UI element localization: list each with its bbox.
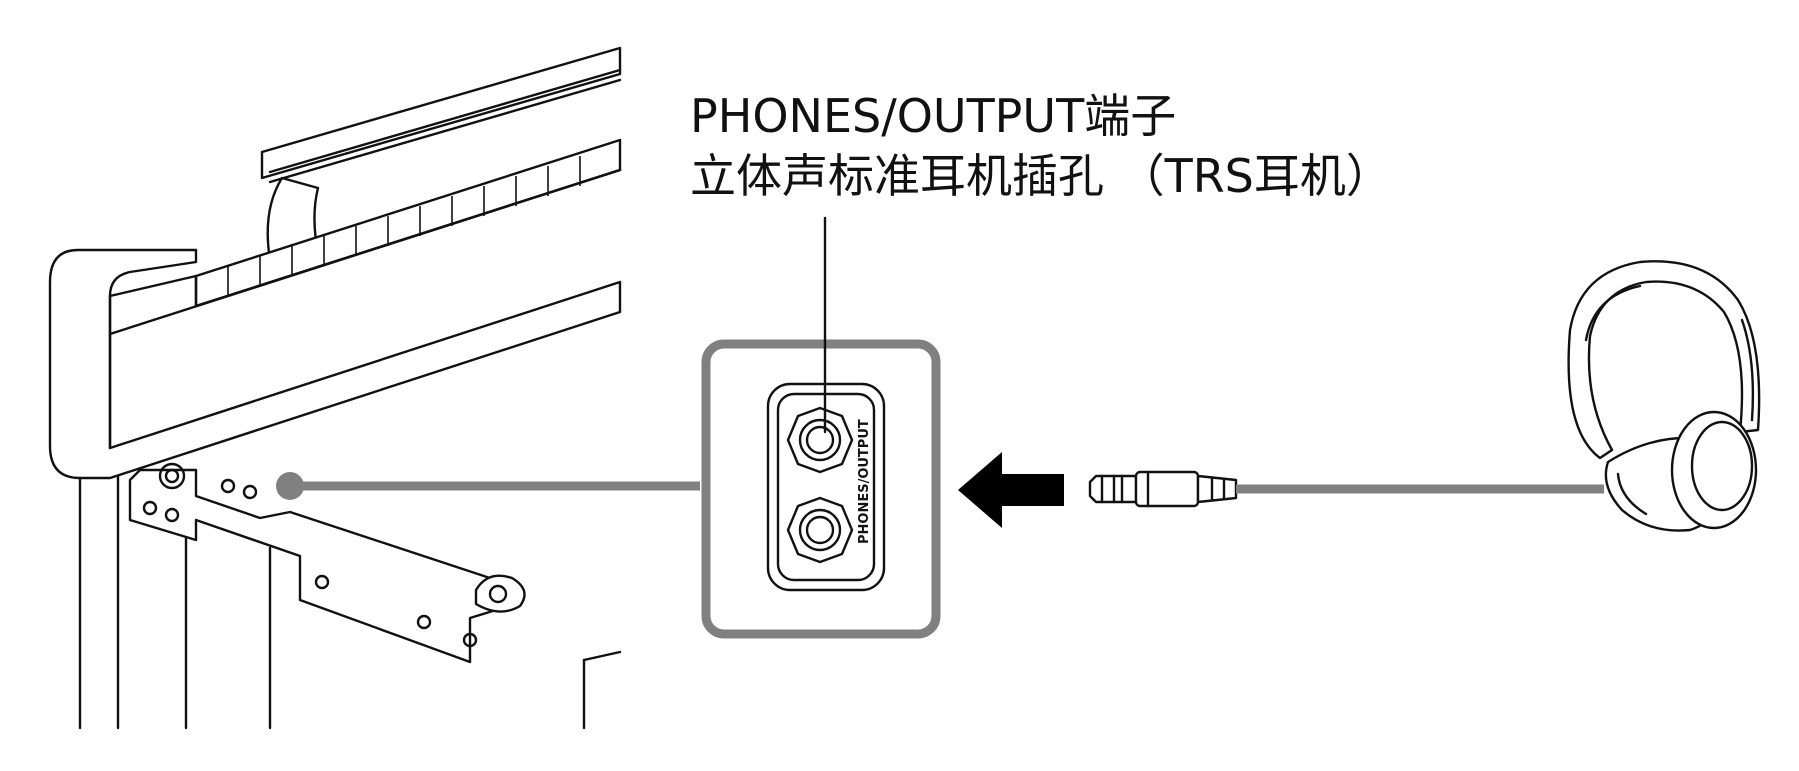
phones-jack-2 <box>786 496 854 564</box>
callout-label: PHONES/OUTPUT端子 立体声标准耳机插孔 （TRS耳机） <box>690 86 1392 206</box>
jack-label: PHONES/OUTPUT <box>857 419 872 544</box>
callout-line-2: 立体声标准耳机插孔 （TRS耳机） <box>690 149 1392 203</box>
piano-body-icon <box>48 46 622 730</box>
jack-panel-icon: PHONES/OUTPUT <box>701 339 941 639</box>
callout-line-1: PHONES/OUTPUT端子 <box>690 89 1177 143</box>
phones-jack-1 <box>786 406 854 474</box>
stereo-plug-icon <box>1088 470 1238 508</box>
headphones-icon <box>1567 260 1761 532</box>
arrow-left-icon <box>958 452 1064 528</box>
jack-location-marker <box>276 472 700 500</box>
